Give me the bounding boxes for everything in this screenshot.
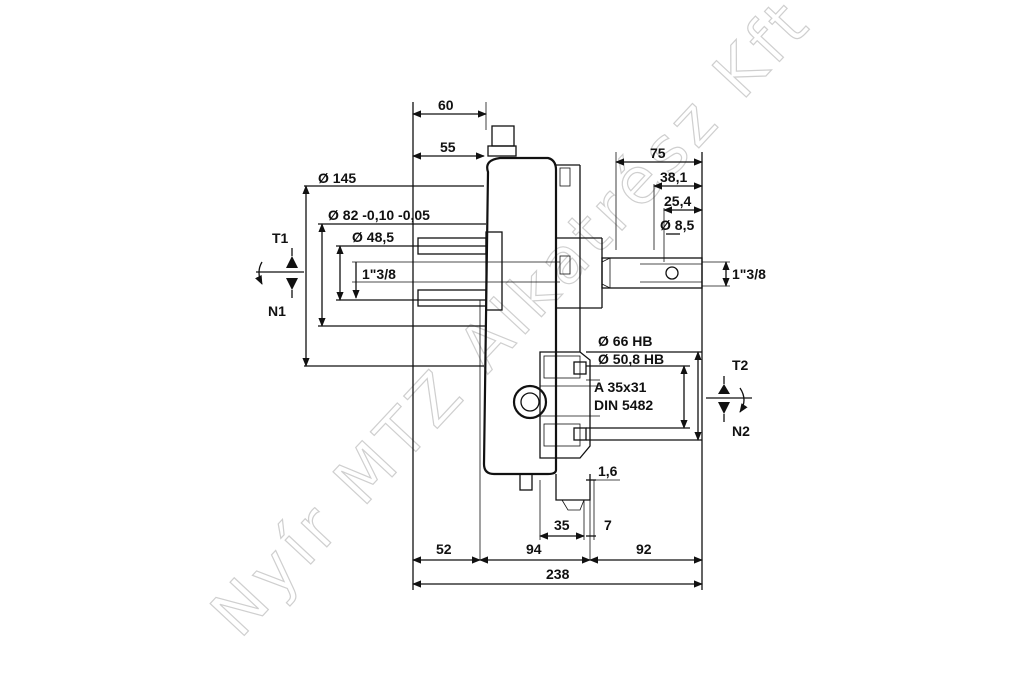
dim-dia-145: Ø 145 [318, 170, 356, 186]
spline-spec-line2: DIN 5482 [594, 397, 653, 413]
spline-spec-line1: A 35x31 [594, 379, 647, 395]
dim-55: 55 [440, 139, 456, 155]
gearbox-body [417, 125, 703, 511]
rotation-indicator-output: T2 N2 [706, 357, 752, 439]
watermark: Nyír MTZ Alkatrész Kft [197, 0, 827, 652]
label-n1: N1 [268, 303, 286, 319]
dim-25-4: 25,4 [664, 193, 691, 209]
dim-52: 52 [436, 541, 452, 557]
dim-dia-82: Ø 82 -0,10 -0,05 [328, 207, 430, 223]
dim-dia-50-8: Ø 50,8 HB [598, 351, 664, 367]
dim-75: 75 [650, 145, 666, 161]
rotation-indicator-input: T1 N1 [255, 230, 304, 319]
label-t1: T1 [272, 230, 289, 246]
dim-inch-left: 1"3/8 [362, 266, 396, 282]
dim-7: 7 [604, 517, 612, 533]
dim-92: 92 [636, 541, 652, 557]
dim-dia-66: Ø 66 HB [598, 333, 652, 349]
dim-inch-right: 1"3/8 [732, 266, 766, 282]
dim-94: 94 [526, 541, 542, 557]
dim-238: 238 [546, 566, 570, 582]
dim-38-1: 38,1 [660, 169, 687, 185]
dim-8-5: Ø 8,5 [660, 217, 694, 233]
dim-35: 35 [554, 517, 570, 533]
label-n2: N2 [732, 423, 750, 439]
label-t2: T2 [732, 357, 749, 373]
dimension-lines: 60 55 75 38,1 25,4 Ø 8,5 Ø 145 Ø 82 -0,1… [302, 97, 766, 590]
dim-60: 60 [438, 97, 454, 113]
svg-text:Nyír MTZ Alkatrész Kft: Nyír MTZ Alkatrész Kft [198, 0, 827, 651]
dim-1-6: 1,6 [598, 463, 618, 479]
dim-dia-48-5: Ø 48,5 [352, 229, 394, 245]
